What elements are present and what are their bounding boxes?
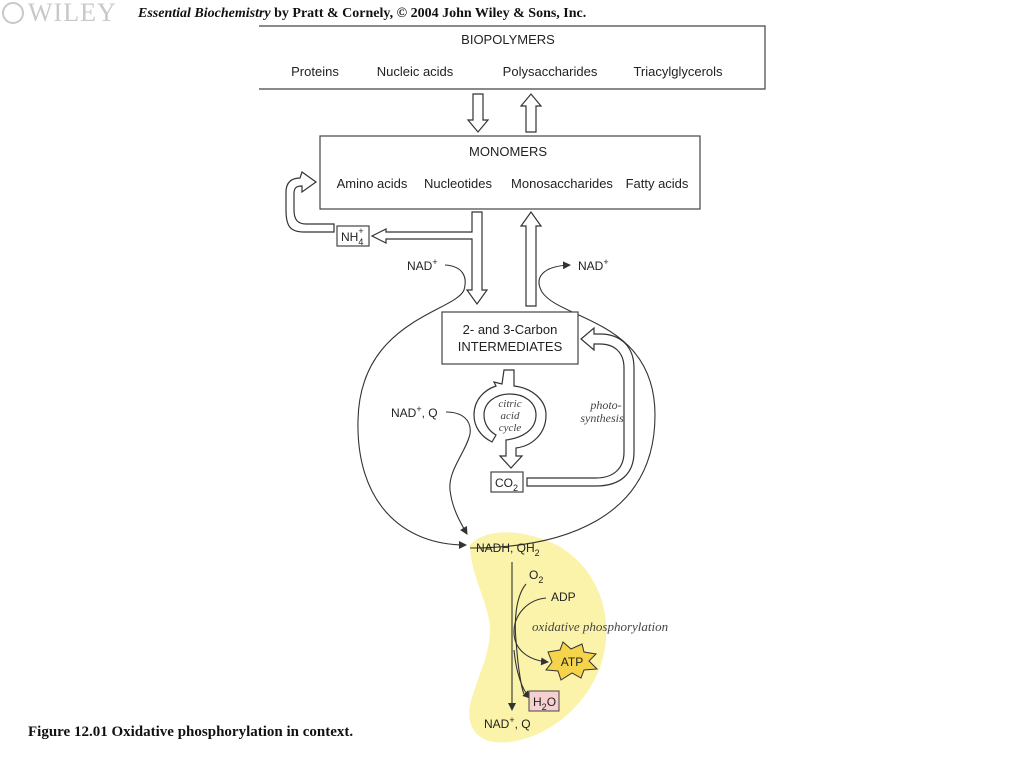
ammonium-box — [336, 225, 370, 247]
citric-acid-cycle-arrow — [473, 369, 547, 469]
atp-starburst — [545, 641, 599, 681]
nad-q-plus: + — [416, 404, 421, 414]
nad-left-label: NAD+ — [407, 257, 438, 273]
nadh-base: NADH, QH — [476, 541, 535, 555]
h2o-end: O — [547, 695, 556, 709]
nad-q-bottom-base: NAD — [484, 717, 510, 731]
nad-q-bottom-label: NAD+, Q — [484, 715, 531, 731]
ammonium-sub: 4 — [358, 237, 363, 247]
ammonium-base: NH — [341, 230, 358, 244]
wiley-logo: WILEY — [2, 0, 136, 26]
co2-label: CO2 — [495, 476, 518, 493]
oxphos-highlight — [469, 532, 607, 743]
o2-curve — [514, 583, 527, 695]
copyright-credit: Essential Biochemistry by Pratt & Cornel… — [138, 6, 586, 22]
nad-right-plus: + — [603, 257, 608, 267]
oxphos-label: oxidative phosphorylation — [532, 619, 668, 634]
citric-nadh-curve — [445, 411, 471, 535]
anabolism-hollow-arrow — [519, 210, 543, 307]
photosynthesis-line1: photo- — [589, 398, 621, 412]
synthesis-arrow-up — [519, 93, 543, 133]
degradation-arrow-down — [466, 93, 490, 133]
o2-sub: 2 — [538, 575, 543, 585]
monomer-monosaccharides: Monosaccharides — [511, 176, 613, 191]
catabolism-hollow-arrow — [370, 211, 489, 306]
h2o-base: H — [533, 695, 542, 709]
monomers-title: MONOMERS — [469, 144, 547, 159]
nad-q-bottom-suffix: , Q — [515, 717, 531, 731]
h2o-sub: 2 — [542, 702, 547, 712]
h2o-curve — [513, 649, 531, 699]
credit-book-title: Essential Biochemistry — [138, 6, 271, 21]
catabolism-nadh-curve — [357, 264, 467, 549]
biopolymer-nucleic-acids: Nucleic acids — [377, 64, 454, 79]
ammonium-label: NH4+ — [341, 226, 364, 247]
intermediates-box — [441, 311, 579, 365]
nad-q-bottom-plus: + — [509, 715, 514, 725]
wiley-logo-text: WILEY — [28, 0, 117, 27]
biopolymers-box — [259, 25, 766, 90]
nadh-qh2-label: NADH, QH2 — [476, 541, 540, 558]
o2-label: O2 — [529, 568, 543, 585]
adp-curve — [513, 597, 549, 666]
monomer-amino-acids: Amino acids — [337, 176, 408, 191]
anabolism-nad-curve — [469, 261, 656, 549]
biopolymer-triacylglycerols: Triacylglycerols — [633, 64, 723, 79]
photosynthesis-line2: synthesis — [580, 411, 624, 425]
monomers-box — [319, 135, 701, 210]
intermediates-line2: INTERMEDIATES — [458, 339, 563, 354]
credit-publisher: by Pratt & Cornely, © 2004 John Wiley & … — [270, 6, 587, 21]
wiley-logo-mark-icon — [2, 2, 24, 24]
ammonium-recycle-arrow — [285, 171, 335, 233]
nad-q-suffix: , Q — [422, 406, 438, 420]
citric-label-line2: acid — [501, 410, 520, 422]
photosynthesis-arrow — [526, 326, 635, 487]
o2-base: O — [529, 568, 538, 582]
nad-left-base: NAD — [407, 259, 433, 273]
h2o-label: H2O — [533, 695, 556, 712]
h2o-box — [528, 690, 560, 712]
monomer-nucleotides: Nucleotides — [424, 176, 492, 191]
co2-base: CO — [495, 476, 513, 490]
biopolymer-polysaccharides: Polysaccharides — [503, 64, 598, 79]
co2-box — [490, 471, 524, 493]
monomer-fatty-acids: Fatty acids — [626, 176, 689, 191]
nad-q-base: NAD — [391, 406, 417, 420]
citric-label-line3: cycle — [499, 422, 522, 434]
nad-right-label: NAD+ — [578, 257, 609, 273]
nad-q-label: NAD+, Q — [391, 404, 438, 420]
citric-label-line1: citric — [498, 398, 521, 410]
nad-right-base: NAD — [578, 259, 604, 273]
co2-sub: 2 — [513, 483, 518, 493]
atp-label: ATP — [561, 655, 583, 669]
nadh-sub: 2 — [535, 548, 540, 558]
biopolymer-proteins: Proteins — [291, 64, 339, 79]
intermediates-line1: 2- and 3-Carbon — [463, 322, 558, 337]
ammonium-sup: + — [358, 226, 363, 236]
nad-left-plus: + — [432, 257, 437, 267]
biopolymers-title: BIOPOLYMERS — [461, 32, 555, 47]
figure-caption: Figure 12.01 Oxidative phosphorylation i… — [28, 724, 354, 740]
adp-label: ADP — [551, 590, 576, 604]
